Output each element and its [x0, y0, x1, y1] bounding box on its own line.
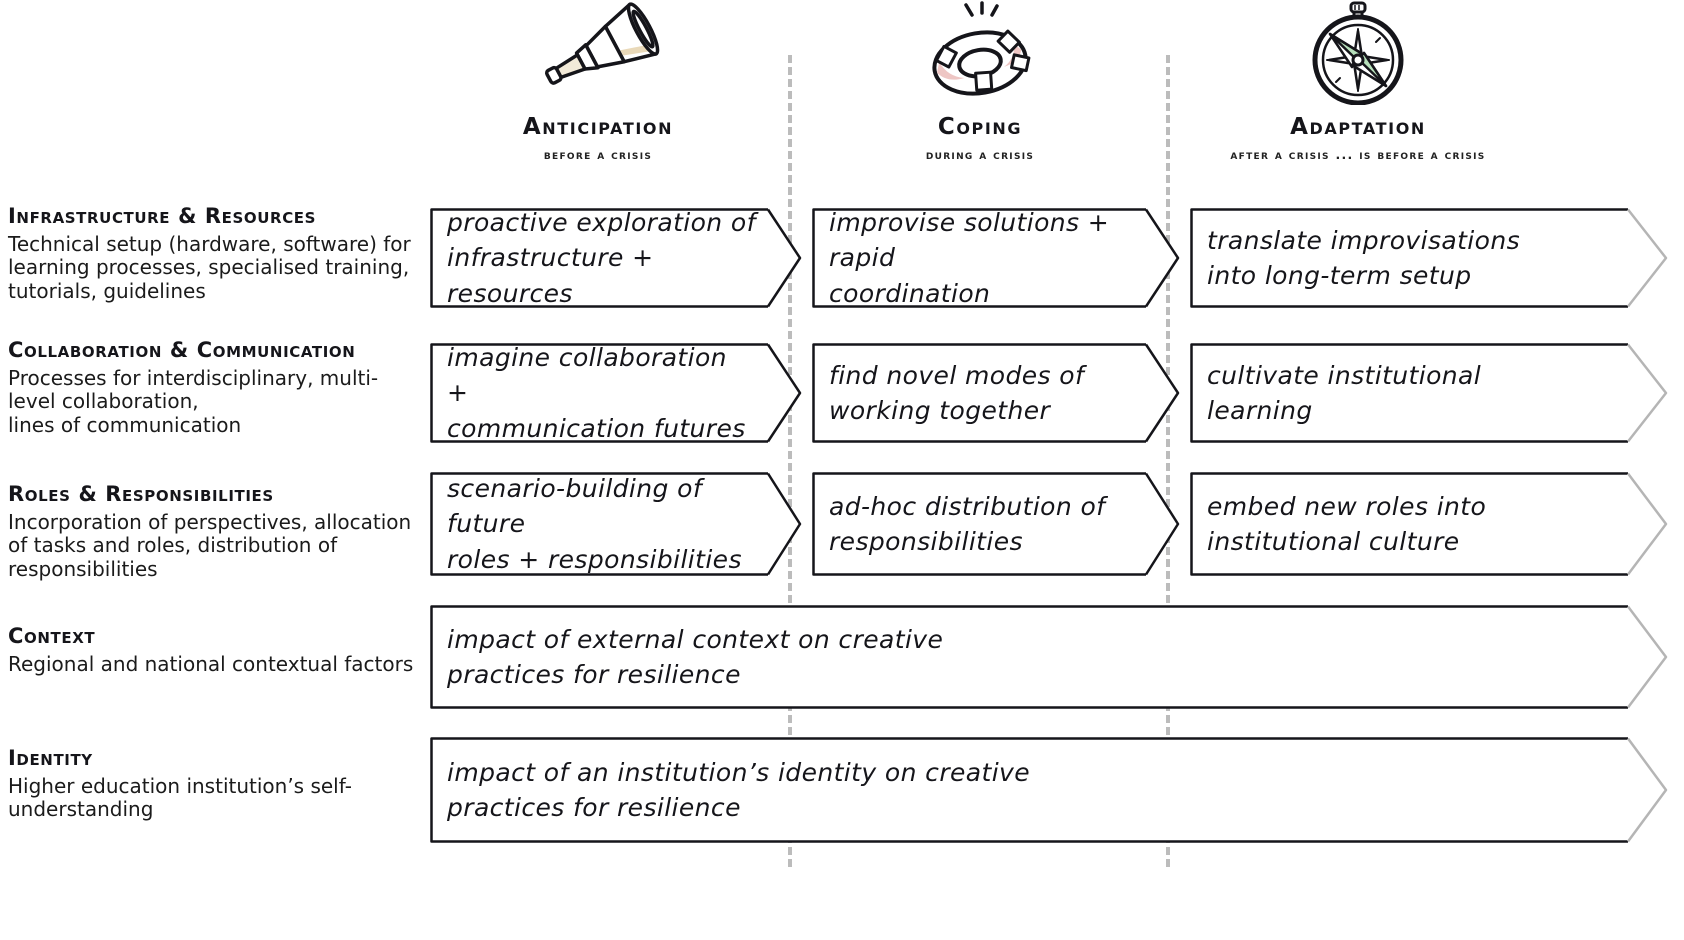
- column-title: Coping: [937, 114, 1023, 140]
- column-header-coping: Coping during a crisis: [850, 0, 1110, 162]
- cell-identity: impact of an institution’s identity on c…: [430, 737, 1668, 843]
- row-description: Technical setup (hardware, software) for…: [8, 232, 411, 303]
- row-description: Incorporation of perspectives, allocatio…: [8, 510, 412, 581]
- cell-text: cultivate institutional learning: [1207, 360, 1482, 426]
- row-label-collaboration: Collaboration & Communication Processes …: [8, 338, 420, 437]
- cell-collaboration-adaptation: cultivate institutional learning: [1190, 343, 1668, 443]
- row-description: Processes for interdisciplinary, multi-l…: [8, 366, 379, 437]
- column-divider-2: [1166, 55, 1170, 867]
- cell-text: translate improvisations into long-term …: [1207, 225, 1521, 291]
- row-label-context: Context Regional and national contextual…: [8, 624, 420, 676]
- cell-collaboration-coping: find novel modes of working together: [812, 343, 1180, 443]
- cell-roles-coping: ad-hoc distribution of responsibilities: [812, 472, 1180, 576]
- cell-text: ad-hoc distribution of responsibilities: [829, 491, 1106, 557]
- cell-infrastructure-anticipation: proactive exploration of infrastructure …: [430, 208, 802, 308]
- cell-text: scenario-building of future roles + resp…: [447, 473, 742, 574]
- compass-icon: [1302, 0, 1414, 106]
- cell-text: proactive exploration of infrastructure …: [447, 207, 756, 308]
- cell-collaboration-anticipation: imagine collaboration + communication fu…: [430, 343, 802, 443]
- row-title: Context: [8, 624, 96, 648]
- row-title: Collaboration & Communication: [8, 338, 356, 362]
- row-label-identity: Identity Higher education institution’s …: [8, 746, 420, 822]
- row-title: Roles & Responsibilities: [8, 482, 274, 506]
- cell-roles-anticipation: scenario-building of future roles + resp…: [430, 472, 802, 576]
- column-divider-1: [788, 55, 792, 867]
- cell-text: impact of an institution’s identity on c…: [447, 757, 1031, 823]
- row-label-infrastructure: Infrastructure & Resources Technical set…: [8, 204, 420, 303]
- column-subtitle: before a crisis: [543, 147, 653, 162]
- cell-text: impact of external context on creative p…: [447, 624, 944, 690]
- cell-roles-adaptation: embed new roles into institutional cultu…: [1190, 472, 1668, 576]
- row-label-roles: Roles & Responsibilities Incorporation o…: [8, 482, 420, 581]
- row-description: Higher education institution’s self- und…: [8, 774, 352, 822]
- cell-infrastructure-coping: improvise solutions + rapid coordination: [812, 208, 1180, 308]
- row-title: Infrastructure & Resources: [8, 204, 317, 228]
- cell-text: embed new roles into institutional cultu…: [1207, 491, 1487, 557]
- cell-text: imagine collaboration + communication fu…: [447, 342, 746, 443]
- row-title: Identity: [8, 746, 93, 770]
- cell-text: improvise solutions + rapid coordination: [829, 207, 1110, 308]
- column-subtitle: during a crisis: [925, 147, 1035, 162]
- row-description: Regional and national contextual factors: [8, 652, 414, 677]
- column-header-adaptation: Adaptation after a crisis ... is before …: [1188, 0, 1528, 162]
- column-subtitle: after a crisis ... is before a crisis: [1230, 147, 1486, 162]
- column-title: Adaptation: [1290, 114, 1426, 140]
- lifebuoy-icon: [915, 0, 1045, 106]
- column-title: Anticipation: [522, 114, 674, 140]
- cell-infrastructure-adaptation: translate improvisations into long-term …: [1190, 208, 1668, 308]
- column-header-anticipation: Anticipation before a crisis: [468, 0, 728, 162]
- cell-text: find novel modes of working together: [829, 360, 1085, 426]
- telescope-icon: [533, 0, 663, 106]
- cell-context: impact of external context on creative p…: [430, 605, 1668, 709]
